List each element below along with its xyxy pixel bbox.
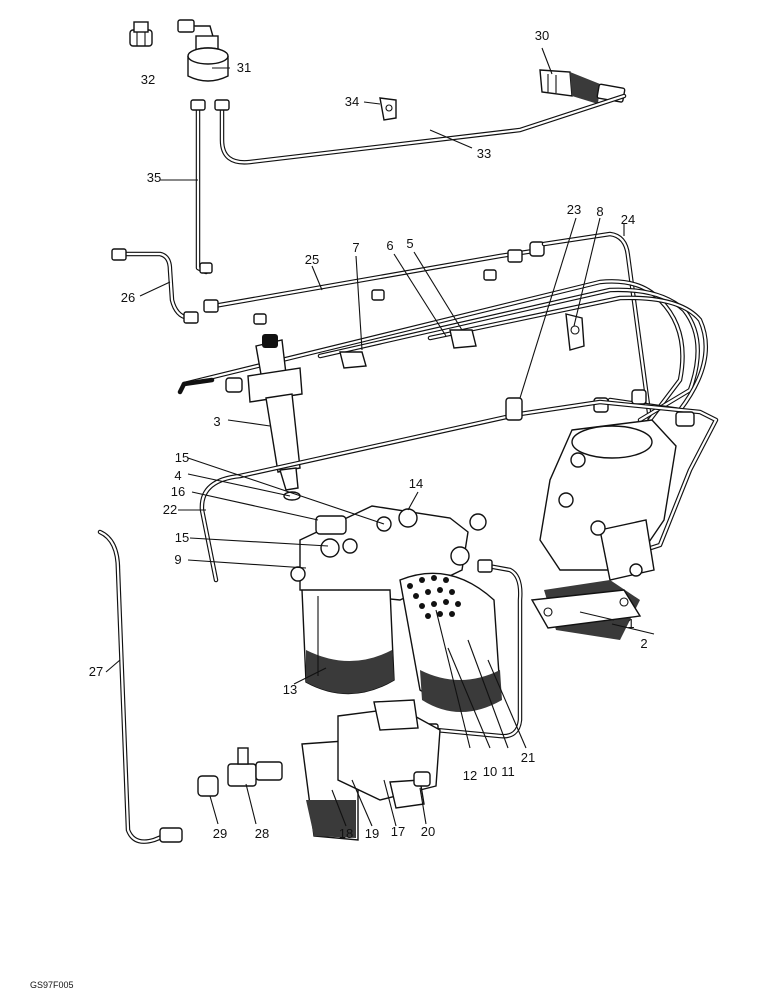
callout-32: 32 — [141, 72, 155, 87]
callout-34: 34 — [345, 94, 359, 109]
callout-33: 33 — [477, 146, 491, 161]
callout-1: 1 — [627, 616, 634, 631]
callout-9: 9 — [174, 552, 181, 567]
clip-34 — [379, 97, 397, 121]
callout-22: 22 — [163, 502, 177, 517]
callout-31: 31 — [237, 60, 251, 75]
callout-4: 4 — [174, 468, 181, 483]
pipe-35 — [190, 99, 213, 275]
pump-gasket-2 — [530, 589, 642, 629]
callout-10: 10 — [483, 764, 497, 779]
callout-18: 18 — [339, 826, 353, 841]
callout-25: 25 — [305, 252, 319, 267]
callout-2: 2 — [640, 636, 647, 651]
blanking-plug-32 — [129, 21, 153, 47]
callout-16: 16 — [171, 484, 185, 499]
callout-7: 7 — [352, 240, 359, 255]
pipe-clip-8 — [565, 313, 585, 351]
pipe-33 — [214, 93, 627, 165]
callout-12: 12 — [463, 768, 477, 783]
pipe-25 — [203, 241, 545, 325]
callout-23: 23 — [567, 202, 581, 217]
callout-35: 35 — [147, 170, 161, 185]
callout-20: 20 — [421, 824, 435, 839]
pipe-22 — [199, 397, 719, 583]
pressure-switch-31 — [177, 19, 229, 82]
callout-26: 26 — [121, 290, 135, 305]
callout-15-upper: 15 — [175, 450, 189, 465]
injector-pipes-5-6-7 — [177, 279, 708, 473]
callout-17: 17 — [391, 824, 405, 839]
callout-14: 14 — [409, 476, 423, 491]
callout-15-lower: 15 — [175, 530, 189, 545]
callout-29: 29 — [213, 826, 227, 841]
callout-5: 5 — [406, 236, 413, 251]
leader-lines — [105, 47, 655, 827]
drawing-code: GS97F005 — [30, 980, 74, 990]
callout-21: 21 — [521, 750, 535, 765]
fuel-tap-28 — [227, 747, 283, 787]
pipe-24 — [541, 231, 653, 423]
callout-19: 19 — [365, 826, 379, 841]
callout-8: 8 — [596, 204, 603, 219]
callout-11: 11 — [501, 764, 515, 779]
callout-28: 28 — [255, 826, 269, 841]
injector-3 — [247, 334, 303, 501]
callout-30: 30 — [535, 28, 549, 43]
callout-6: 6 — [386, 238, 393, 253]
callout-13: 13 — [283, 682, 297, 697]
callout-labels: 1 2 3 4 5 6 7 8 9 10 11 12 13 14 15 15 1… — [89, 28, 648, 841]
callout-27: 27 — [89, 664, 103, 679]
lift-pump — [301, 699, 441, 841]
pipe-26 — [111, 248, 199, 324]
callout-24: 24 — [621, 212, 635, 227]
filter-element-12 — [399, 572, 502, 712]
filter-bowl-13 — [301, 589, 395, 695]
callout-3: 3 — [213, 414, 220, 429]
pipe-27 — [97, 529, 183, 844]
adaptor-29 — [197, 775, 219, 797]
